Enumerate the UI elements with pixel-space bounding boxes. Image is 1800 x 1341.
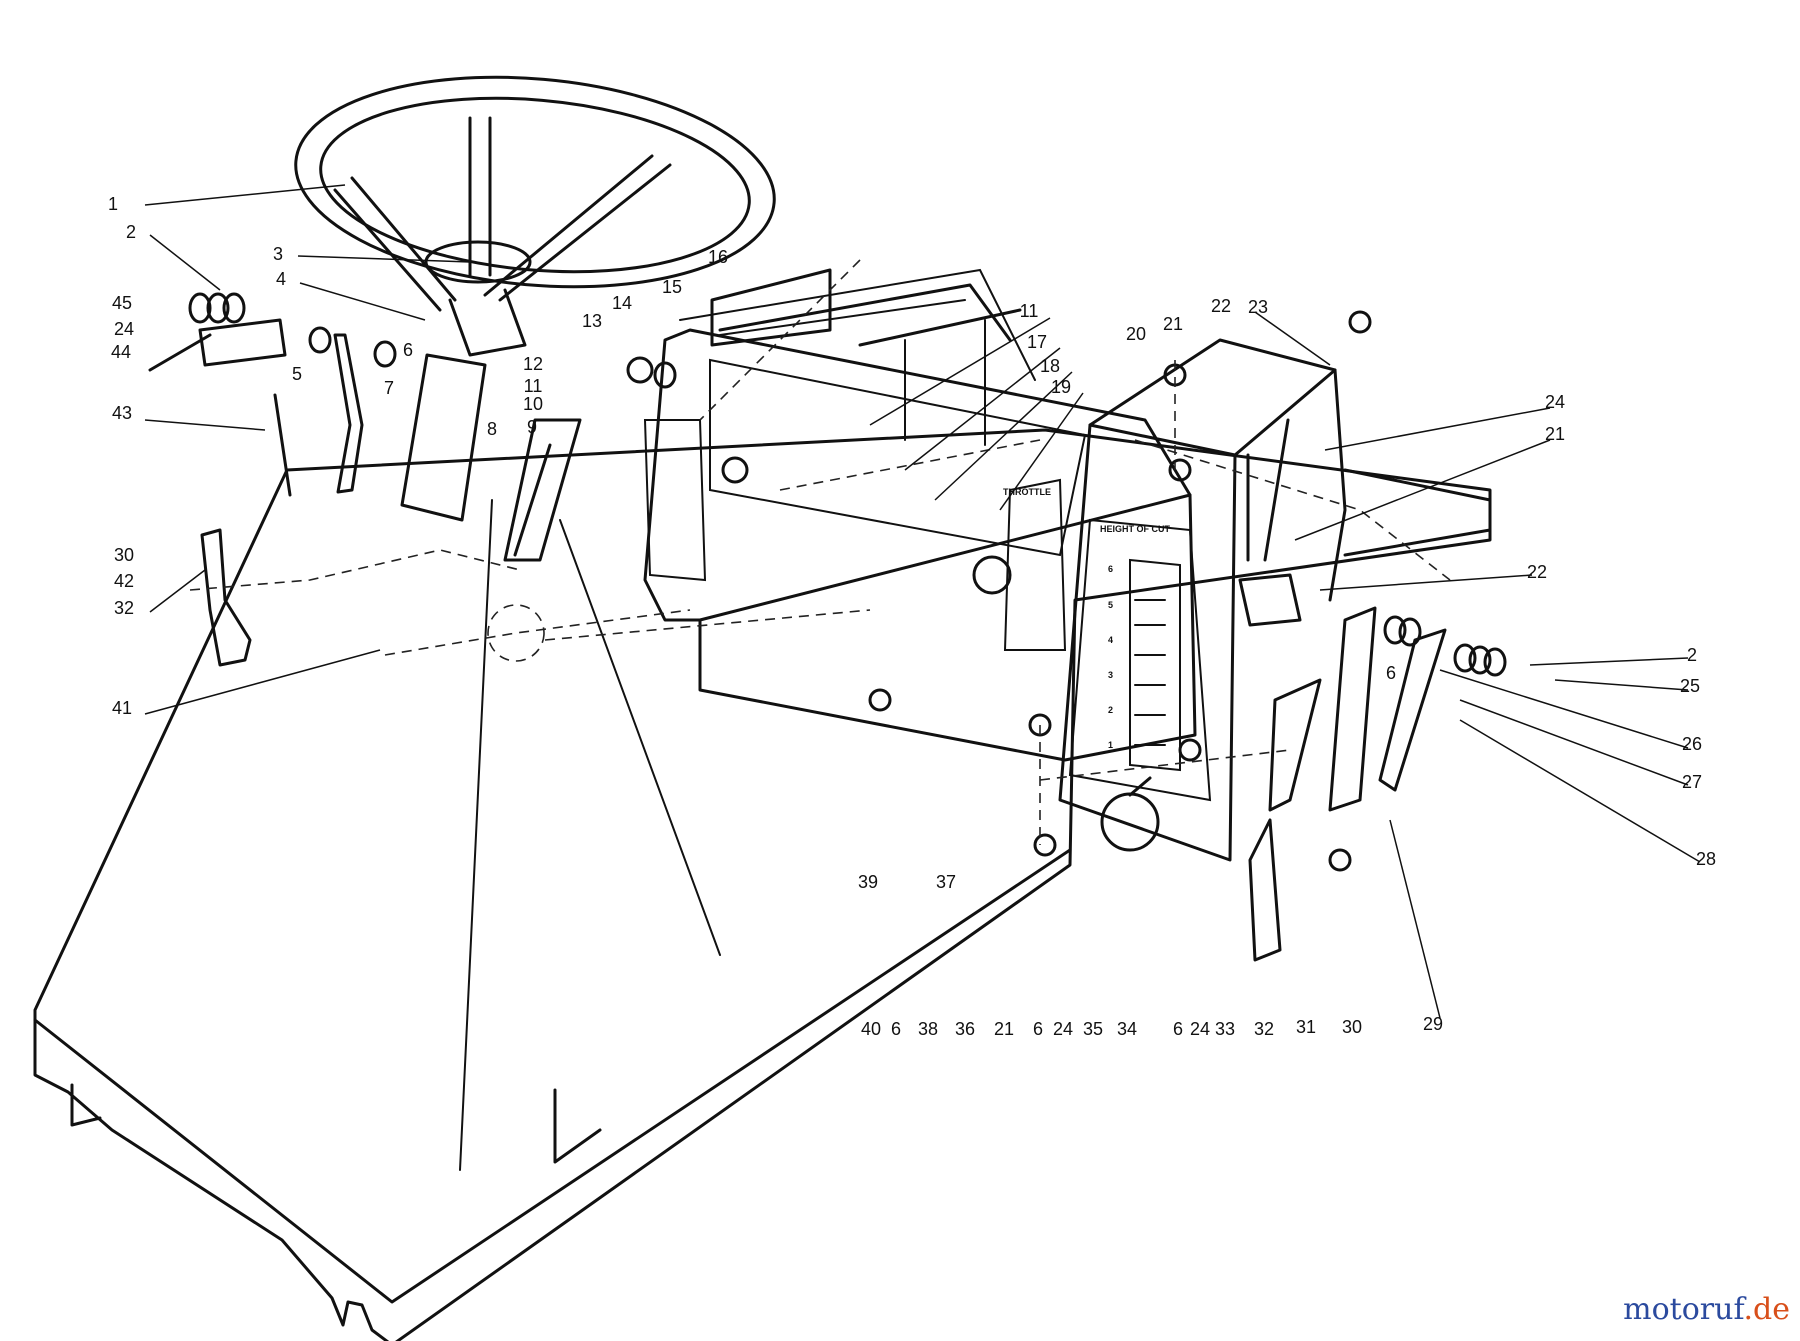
right-deck	[1343, 468, 1492, 557]
callout-24: 24	[1053, 1019, 1073, 1039]
control-handles	[487, 555, 1160, 852]
callout-22: 22	[1527, 562, 1547, 582]
callout-42: 42	[114, 571, 134, 591]
steering-wheel	[294, 75, 776, 522]
leader-lines	[144, 184, 1701, 1019]
callout-16: 16	[708, 247, 728, 267]
callout-21: 21	[1545, 424, 1565, 444]
callout-15: 15	[662, 277, 682, 297]
callout-17: 17	[1027, 332, 1047, 352]
scale-1: 1	[1108, 740, 1113, 750]
callout-32: 32	[1254, 1019, 1274, 1039]
callout-6: 6	[1386, 663, 1396, 683]
callout-33: 33	[1215, 1019, 1235, 1039]
callout-6: 6	[1173, 1019, 1183, 1039]
callout-21: 21	[994, 1019, 1014, 1039]
callout-41: 41	[112, 698, 132, 718]
right-linkage	[1238, 573, 1447, 962]
callout-23: 23	[1248, 297, 1268, 317]
callout-28: 28	[1696, 849, 1716, 869]
throttle-text: THROTTLE	[1003, 487, 1051, 497]
callout-36: 36	[955, 1019, 975, 1039]
callout-34: 34	[1117, 1019, 1137, 1039]
callout-39: 39	[858, 872, 878, 892]
callout-18: 18	[1040, 356, 1060, 376]
callout-40: 40	[861, 1019, 881, 1039]
dash-panel: THROTTLE	[643, 268, 1197, 762]
callout-30: 30	[114, 545, 134, 565]
assembly-lines	[189, 259, 1451, 845]
scale-3: 3	[1108, 670, 1113, 680]
callout-1: 1	[108, 194, 118, 214]
callout-27: 27	[1682, 772, 1702, 792]
callout-22: 22	[1211, 296, 1231, 316]
watermark-right: .de	[1743, 1292, 1791, 1327]
callout-8: 8	[487, 419, 497, 439]
scale-6: 6	[1108, 564, 1113, 574]
seat-tank	[710, 268, 1022, 446]
callout-6: 6	[403, 340, 413, 360]
height-of-cut-text: HEIGHT OF CUT	[1100, 524, 1170, 534]
callout-38: 38	[918, 1019, 938, 1039]
callout-21: 21	[1163, 314, 1183, 334]
callout-35: 35	[1083, 1019, 1103, 1039]
watermark-left: motoruf	[1623, 1292, 1744, 1327]
callout-2: 2	[1687, 645, 1697, 665]
callout-9: 9	[527, 417, 537, 437]
callout-3: 3	[273, 244, 283, 264]
callout-25: 25	[1680, 676, 1700, 696]
callout-30: 30	[1342, 1017, 1362, 1037]
callout-43: 43	[112, 403, 132, 423]
left-linkage	[148, 318, 582, 667]
callout-11: 11	[1020, 301, 1039, 321]
callout-24: 24	[1190, 1019, 1210, 1039]
callout-11: 11	[524, 376, 543, 396]
callout-5: 5	[292, 364, 302, 384]
hood-body	[33, 428, 1492, 1341]
watermark: motoruf.de	[1623, 1292, 1790, 1327]
height-of-cut-housing: HEIGHT OF CUT 6 5 4 3 2 1	[1058, 338, 1347, 862]
callout-20: 20	[1126, 324, 1146, 344]
callout-10: 10	[523, 394, 543, 414]
callout-29: 29	[1423, 1014, 1443, 1034]
callout-6: 6	[1033, 1019, 1043, 1039]
callout-7: 7	[384, 378, 394, 398]
callout-6: 6	[891, 1019, 901, 1039]
callout-44: 44	[111, 342, 131, 362]
callout-13: 13	[582, 311, 602, 331]
callout-32: 32	[114, 598, 134, 618]
callout-37: 37	[936, 872, 956, 892]
callout-31: 31	[1296, 1017, 1316, 1037]
callout-24: 24	[1545, 392, 1565, 412]
callout-24: 24	[114, 319, 134, 339]
callout-19: 19	[1051, 377, 1071, 397]
callout-2: 2	[126, 222, 136, 242]
hardware-parts	[188, 292, 1507, 872]
callout-4: 4	[276, 269, 286, 289]
callout-12: 12	[523, 354, 543, 374]
callout-45: 45	[112, 293, 132, 313]
callout-14: 14	[612, 293, 632, 313]
callout-labels: 1234452444567433042324112111314151610981…	[108, 194, 1716, 1039]
callout-26: 26	[1682, 734, 1702, 754]
scale-5: 5	[1108, 600, 1113, 610]
scale-2: 2	[1108, 705, 1113, 715]
scale-4: 4	[1108, 635, 1113, 645]
